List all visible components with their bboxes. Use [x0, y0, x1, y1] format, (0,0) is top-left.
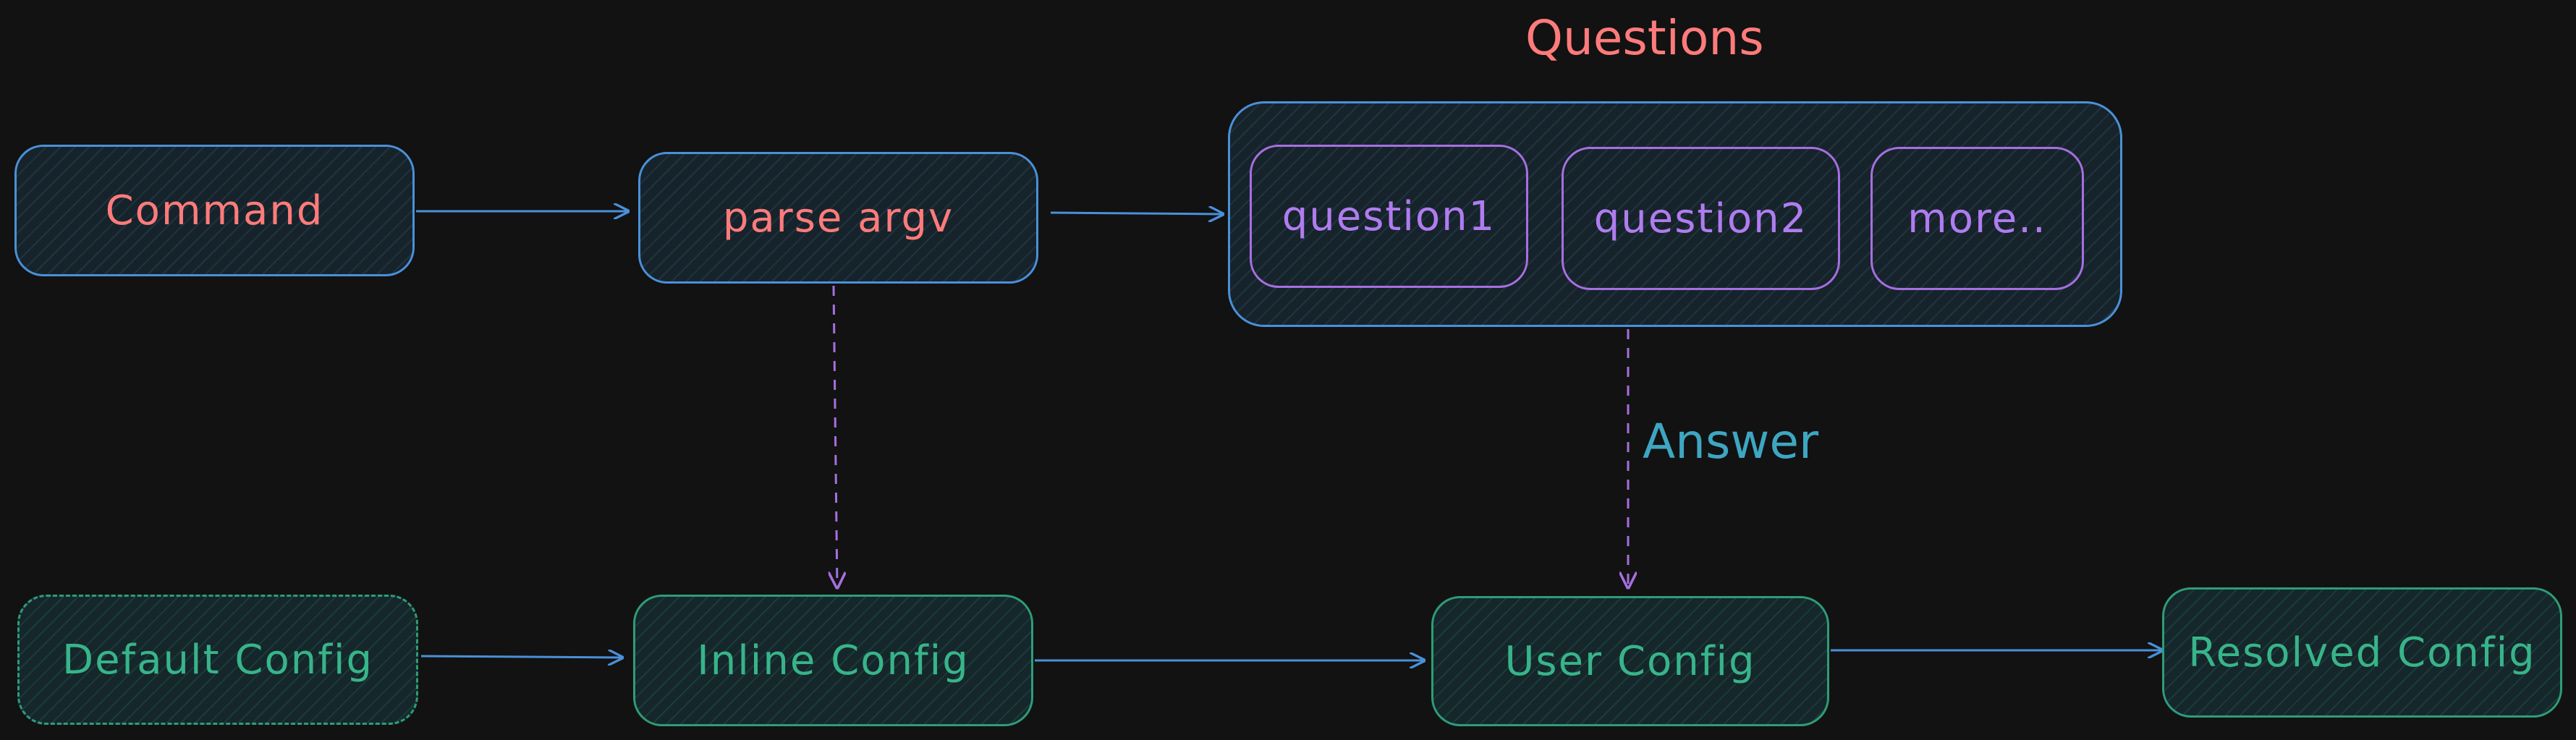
questions-group-title: Questions — [1525, 10, 1764, 66]
node-more[interactable]: more.. — [1870, 147, 2084, 290]
node-parse-argv[interactable]: parse argv — [638, 152, 1038, 284]
node-question2[interactable]: question2 — [1562, 147, 1840, 290]
node-inline-config[interactable]: Inline Config — [633, 595, 1033, 726]
arrow-parse-to-questions — [1050, 213, 1223, 214]
node-default-config[interactable]: Default Config — [17, 595, 418, 725]
node-command[interactable]: Command — [14, 145, 415, 276]
edge-label-answer: Answer — [1643, 414, 1819, 469]
arrow-default-to-inline — [420, 656, 622, 658]
node-user-config[interactable]: User Config — [1431, 596, 1829, 726]
arrow-parse-to-inline — [834, 285, 837, 587]
node-resolved-config[interactable]: Resolved Config — [2162, 587, 2562, 718]
node-question1[interactable]: question1 — [1250, 145, 1528, 288]
